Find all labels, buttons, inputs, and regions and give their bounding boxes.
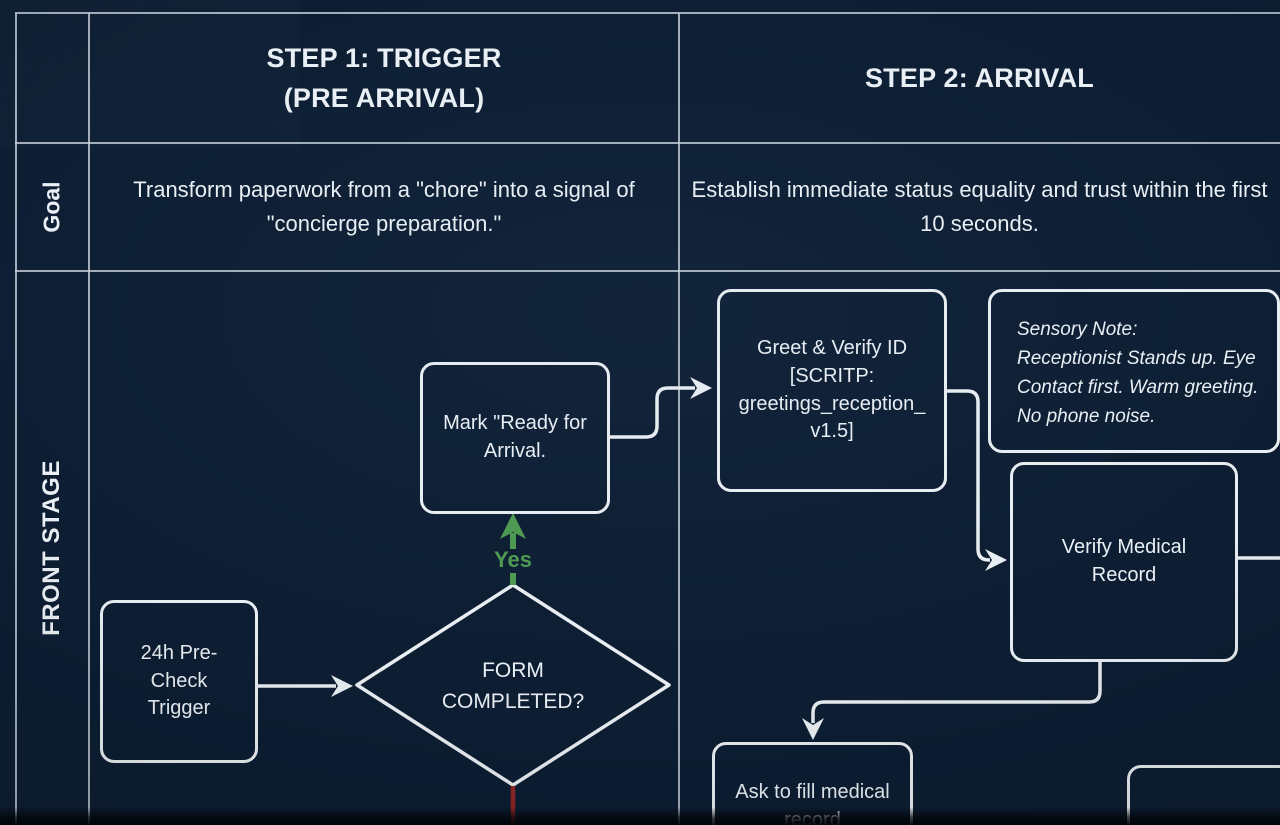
node-sensory-note: Sensory Note: Receptionist Stands up. Ey… [988,289,1280,453]
node-verify-medical-record-label: Verify Medical Record [1061,536,1187,586]
goal-step1-text: Transform paperwork from a "chore" into … [133,176,635,236]
sensory-note-title: Sensory Note: [1017,319,1138,340]
node-greet-verify-id: Greet & Verify ID [SCRITP: greetings_rec… [717,289,947,492]
arrowhead-greet-to-verify-icon [985,549,1007,571]
step1-header: STEP 1: TRIGGER (PRE ARRIVAL) [89,13,679,143]
arrowhead-verify-to-askfill-icon [802,718,824,740]
node-mark-ready: Mark "Ready for Arrival. [420,362,610,514]
node-ask-fill-medical: Ask to fill medical record [712,742,913,825]
node-precheck-trigger-label: 24h Pre-Check Trigger [140,642,218,720]
arrowhead-markready-to-greet-icon [690,377,712,399]
node-ask-fill-medical-label: Ask to fill medical record [735,781,890,825]
connector-greet-to-verify [947,389,991,562]
decision-diamond-shape [355,583,671,787]
connector-markready-to-greet [610,386,695,439]
node-verify-medical-record: Verify Medical Record [1010,462,1238,662]
edge-label-yes: Yes [494,547,532,572]
arrowhead-yes-up-icon [500,513,526,539]
row-label-goal: Goal [38,181,65,233]
step2-header: STEP 2: ARRIVAL [679,13,1280,143]
step2-title: STEP 2: ARRIVAL [864,62,1095,93]
connector-verify-to-askfill [811,662,1102,723]
node-decision-form-completed: FORM COMPLETED? [441,658,585,714]
step1-subtitle: (PRE ARRIVAL) [283,83,485,113]
arrowhead-precheck-to-decision-icon [331,675,353,697]
goal-step1-cell: Transform paperwork from a "chore" into … [89,143,679,271]
node-greet-verify-id-label: Greet & Verify ID [SCRITP: greetings_rec… [738,337,926,443]
node-offscreen-bottom-right [1127,765,1280,825]
step1-title: STEP 1: TRIGGER [266,42,502,73]
sensory-note-body: Receptionist Stands up. Eye Contact firs… [1017,347,1259,427]
goal-step2-text: Establish immediate status equality and … [691,176,1268,236]
node-precheck-trigger: 24h Pre-Check Trigger [100,600,258,763]
goal-step2-cell: Establish immediate status equality and … [679,143,1280,271]
sensory-note-text: Sensory Note: Receptionist Stands up. Ey… [1017,316,1259,432]
node-mark-ready-label: Mark "Ready for Arrival. [443,412,587,462]
row-label-front-stage: FRONT STAGE [38,460,65,636]
